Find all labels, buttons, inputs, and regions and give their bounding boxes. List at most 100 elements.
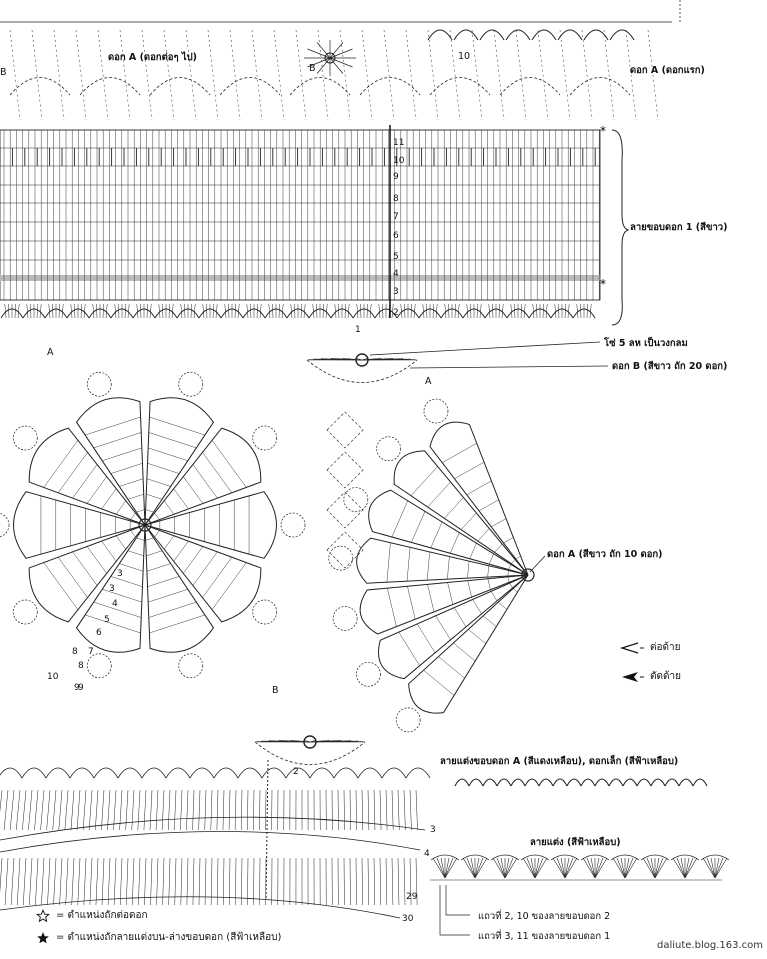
- scallop-stitch: [8, 304, 9, 318]
- bottom-stitch-row-1: [16, 790, 20, 830]
- scallop-stitch: [489, 304, 490, 318]
- flower-a-left-petal-stitch: [44, 563, 78, 610]
- label-deco: ลายแต่ง (สีฟ้าเหลือบ): [530, 838, 621, 848]
- scallop-stitch: [426, 304, 427, 318]
- scallop-stitch: [250, 304, 251, 318]
- scallop-stitch: [436, 304, 437, 318]
- scallop-stitch: [150, 304, 151, 318]
- flower-a-right-petal-stitch: [511, 559, 515, 563]
- bottom-stitch-row-1: [386, 790, 387, 830]
- deco-strip-a-arc: [651, 779, 665, 786]
- top-radial-line: [362, 30, 372, 120]
- scallop-stitch: [103, 304, 104, 318]
- scallop-stitch: [118, 304, 119, 318]
- bottom-scallop: [190, 768, 214, 778]
- bottom-stitch-row-1: [344, 790, 345, 830]
- deco-fan-stitch: [445, 858, 453, 878]
- flower-a-left-petal-stitch: [202, 557, 231, 597]
- flower-a-left-petal-stitch: [149, 602, 197, 617]
- bottom-stitch-row-2: [47, 858, 50, 905]
- scallop-stitch: [159, 304, 160, 318]
- bottom-stitch-row-1: [241, 790, 242, 830]
- bottom-stitch-row-1: [416, 790, 418, 830]
- flower-a-left-petal-stitch: [193, 552, 217, 586]
- flower-a-right-scallop: [356, 662, 380, 686]
- top-radial-line: [54, 30, 64, 120]
- top-chain-arc: [10, 78, 70, 96]
- top-right-scallop: [610, 30, 634, 40]
- deco-strip-a-arc: [623, 779, 637, 786]
- bottom-stitch-row-1: [83, 790, 86, 830]
- top-chain-arc: [80, 78, 140, 96]
- scallop-stitch: [580, 304, 581, 318]
- scallop-stitch: [502, 304, 503, 318]
- label-edge-deco-a: ลายแต่งขอบดอก A (สีแดงเหลือบ), ดอกเล็ก (…: [440, 757, 678, 767]
- bottom-stitch-row-1: [59, 790, 62, 830]
- deco-fan-stitch: [557, 858, 565, 878]
- legend-star-hollow-label: = ตำแหน่งถักต่อดอก: [56, 908, 148, 923]
- flower-a-left-petal-stitch: [155, 513, 160, 520]
- flower-a-left-petal-stitch: [183, 477, 203, 504]
- flower-a-left-petal-stitch: [136, 538, 144, 541]
- bottom-stitch-row-1: [180, 790, 182, 830]
- flower-a-right-petal: [379, 575, 528, 679]
- scallop-stitch: [543, 304, 544, 318]
- bottom-stitch-row-2: [120, 858, 122, 905]
- label-b-top-left: B: [0, 68, 7, 78]
- deco-fan-stitch: [497, 858, 505, 878]
- top-chain-arc: [290, 78, 350, 96]
- star-outline-icon: [36, 909, 50, 923]
- flower-a-left-petal-stitch: [146, 494, 162, 499]
- flower-a-left-scallop: [0, 513, 9, 537]
- scallop-stitch: [301, 304, 302, 318]
- bottom-stitch-row-1: [193, 790, 194, 830]
- label-flower-a-next: ดอก A (ดอกต่อๆ ไป): [108, 53, 197, 63]
- flower-a-left-petal-stitch: [119, 479, 143, 487]
- deco-fan-stitch: [535, 858, 543, 878]
- scallop-stitch: [480, 304, 481, 318]
- bottom-row-2: 2: [293, 768, 299, 777]
- scallop-stitch: [260, 304, 261, 318]
- flower-a-left-petal-stitch: [136, 510, 144, 513]
- bottom-scallop: [382, 768, 406, 778]
- flower-a-right-petal-stitch: [444, 497, 463, 518]
- scallop-stitch: [313, 304, 314, 318]
- top-right-scallop: [428, 30, 452, 40]
- bottom-center-line: [266, 760, 268, 900]
- scallop-stitch: [360, 304, 361, 318]
- bottom-stitch-row-2: [41, 858, 44, 905]
- top-radial-line: [98, 30, 108, 120]
- top-radial-line: [560, 30, 570, 120]
- scallop-stitch: [304, 304, 305, 318]
- flower-a-right-petal-stitch: [407, 586, 415, 619]
- petal-row-number: 9: [78, 684, 84, 693]
- flower-a-right-petal-stitch: [468, 581, 472, 598]
- bottom-stitch-row-2: [392, 858, 393, 905]
- bottom-stitch-row-2: [102, 858, 104, 905]
- bottom-stitch-row-2: [380, 858, 381, 905]
- top-radial-line: [186, 30, 196, 120]
- label-a-right: A: [425, 377, 432, 387]
- scallop-stitch: [590, 304, 591, 318]
- bottom-curve-1: [0, 817, 425, 840]
- deco-fan-stitch: [467, 858, 475, 878]
- scallop-stitch: [291, 304, 292, 318]
- label-chain5-ring: โซ่ 5 ลห เป็นวงกลม: [604, 339, 688, 349]
- deco-fan-stitch: [655, 858, 663, 878]
- bottom-stitch-row-1: [398, 790, 399, 830]
- label-row-2-10: แถวที่ 2, 10 ของลายขอบดอก 2: [478, 912, 610, 922]
- scallop-stitch: [370, 304, 371, 318]
- flower-a-right-petal-stitch: [428, 482, 451, 507]
- legend-star-solid-label: = ตำแหน่งถักลายแต่งบน-ล่างขอบดอก (สีฟ้าเ…: [56, 930, 281, 945]
- bottom-stitch-row-1: [223, 790, 224, 830]
- scallop-stitch: [357, 304, 358, 318]
- scallop-stitch: [477, 304, 478, 318]
- flower-a-left-petal-stitch: [148, 448, 188, 461]
- deco-strip-a-arc: [483, 779, 497, 786]
- top-radial-line: [340, 30, 350, 120]
- label-flower-a-main: ดอก A (สีขาว ถัก 10 ดอก): [547, 550, 663, 560]
- deco-strip-a-arc: [469, 779, 483, 786]
- scallop-stitch: [470, 304, 471, 318]
- flower-a-left-petal-stitch: [73, 464, 97, 498]
- flower-a-left-scallop: [13, 426, 37, 450]
